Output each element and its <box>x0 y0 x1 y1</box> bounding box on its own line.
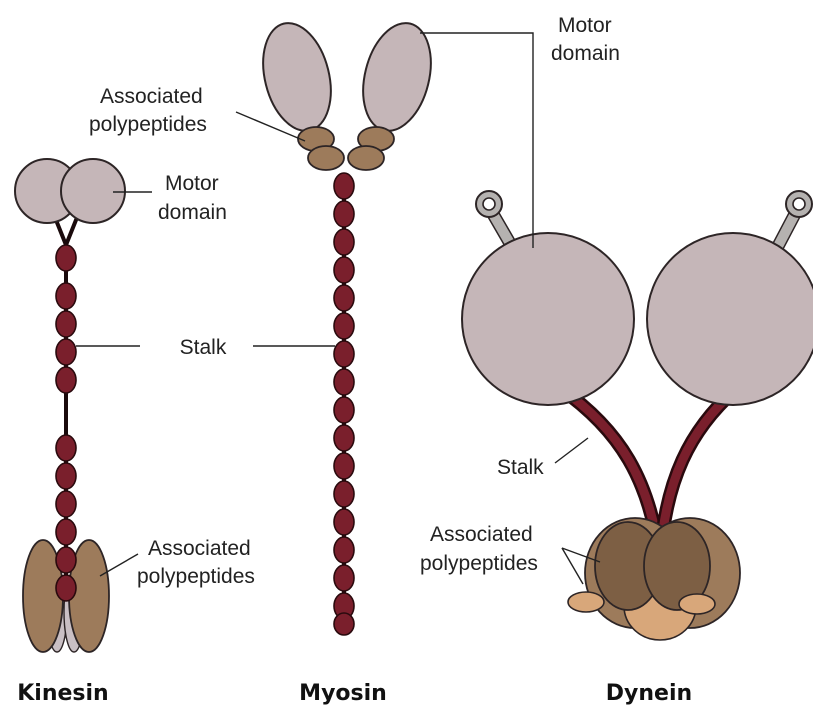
myosin-assoc-label: Associated <box>100 85 203 108</box>
dynein-motor-label: domain <box>551 42 620 65</box>
kinesin-motor-label: domain <box>158 201 227 224</box>
stalk-bead <box>334 481 354 507</box>
dynein-assoc-label: polypeptides <box>420 552 538 575</box>
myosin-associated-polypeptide <box>308 146 344 170</box>
stalk-bead <box>56 339 76 365</box>
stalk-bead <box>334 369 354 395</box>
dynein-motor-domain <box>462 233 634 405</box>
dynein-title: Dynein <box>606 681 692 706</box>
kinesin-motor-domain <box>61 159 125 223</box>
stalk-bead <box>56 435 76 461</box>
dynein-motor-label: Motor <box>558 14 612 37</box>
dynein-assoc-leader <box>562 548 583 584</box>
kinesin-motor-label: Motor <box>165 172 219 195</box>
stalk-bead <box>334 397 354 423</box>
stalk-bead <box>56 367 76 393</box>
stalk-bead <box>334 341 354 367</box>
myosin-associated-polypeptide <box>348 146 384 170</box>
stalk-bead <box>56 311 76 337</box>
stalk-bead <box>334 285 354 311</box>
stalk-bead <box>334 257 354 283</box>
stalk-bead <box>334 425 354 451</box>
stalk-bead <box>56 245 76 271</box>
kinesin-group: Motor domain Associated polypeptides Kin… <box>15 159 255 706</box>
dynein-linker-hole <box>793 198 805 210</box>
stalk-bead <box>334 565 354 591</box>
stalk-bead <box>334 453 354 479</box>
dynein-associated-polypeptide <box>679 594 715 614</box>
stalk-bead <box>334 537 354 563</box>
dynein-assoc-label: Associated <box>430 523 533 546</box>
stalk-bead <box>334 229 354 255</box>
myosin-motor-domain <box>253 16 342 138</box>
stalk-bead <box>334 613 354 635</box>
stalk-bead <box>334 313 354 339</box>
myosin-motor-domain <box>353 16 442 138</box>
myosin-title: Myosin <box>299 681 387 706</box>
myosin-assoc-label: polypeptides <box>89 113 207 136</box>
kinesin-title: Kinesin <box>17 681 108 706</box>
stalk-bead <box>334 509 354 535</box>
dynein-motor-leader <box>420 33 533 248</box>
stalk-bead <box>56 547 76 573</box>
dynein-stalk-label: Stalk <box>497 456 544 479</box>
dynein-group: Motor domain Stalk Associated polypeptid… <box>420 14 813 706</box>
myosin-group: Associated polypeptides Myosin <box>89 16 441 706</box>
stalk-bead <box>56 491 76 517</box>
dynein-associated-polypeptide <box>568 592 604 612</box>
kinesin-assoc-label: polypeptides <box>137 565 255 588</box>
myosin-stalk-beads <box>334 173 354 635</box>
stalk-bead <box>56 575 76 601</box>
kinesin-assoc-label: Associated <box>148 537 251 560</box>
stalk-bead <box>56 283 76 309</box>
dynein-motor-domain <box>647 233 813 405</box>
stalk-bead <box>56 463 76 489</box>
dynein-stalk-leader <box>555 438 588 463</box>
stalk-label: Stalk <box>180 336 227 359</box>
stalk-bead <box>334 201 354 227</box>
stalk-bead <box>334 173 354 199</box>
stalk-bead <box>56 519 76 545</box>
dynein-linker-hole <box>483 198 495 210</box>
